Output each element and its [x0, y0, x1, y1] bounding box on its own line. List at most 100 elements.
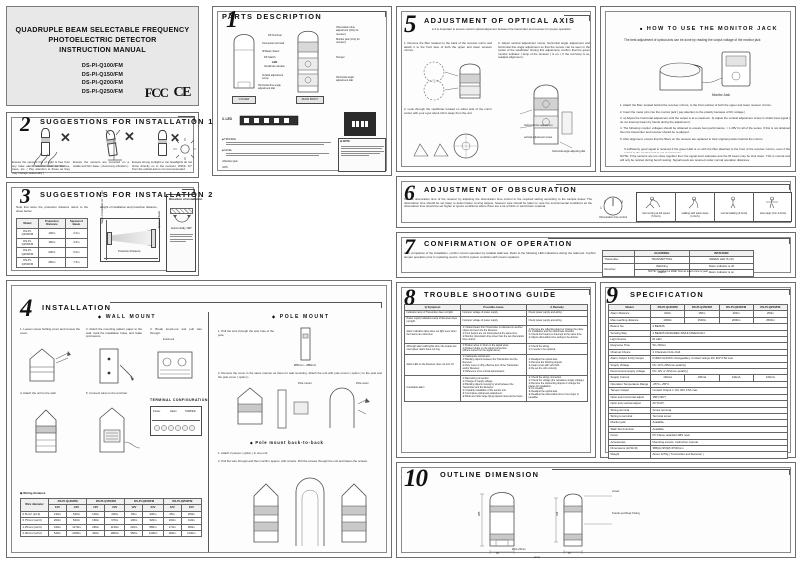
title-line-2: PHOTOELECTRIC DETECTOR: [48, 35, 157, 44]
table-row: Alarm Alarm indicator is on: [603, 269, 755, 277]
section-6-number: 6: [404, 180, 415, 205]
section-7-rule: [548, 238, 790, 244]
back-to-back-step-1: 1. Attach 2 pieces ( option ) in one uni…: [218, 452, 268, 455]
cell: 880m: [142, 523, 164, 532]
ce-mark-icon: CE: [173, 85, 192, 100]
callout-ds-switch: DS Switch: [264, 56, 276, 59]
cell: 690m: [180, 523, 203, 532]
note-trouble-text: [226, 142, 332, 147]
callout-monitor-jack: Monitor jack (Only for receiver): [336, 38, 360, 45]
cell-symptom: Power supply indication Lamp of Receiver…: [404, 316, 461, 327]
direction-note-text: [170, 234, 193, 243]
cell: DS-PI-Q250/FM: [16, 257, 39, 269]
cell: 540m: [48, 529, 67, 538]
cell-cause: ① Bad wiring connection. ② Change of sup…: [460, 374, 527, 403]
monitor-jack-title: ■ HOW TO USE THE MONITOR JACK: [640, 26, 778, 32]
cell-remedy: Check power supply and wiring: [526, 316, 588, 327]
cell-symptom: Unsuitable alarm: [404, 374, 461, 403]
viewfinder-illustration: [413, 133, 479, 159]
callout-viewfinder: Viewfinder window: [264, 65, 285, 68]
section-9-rule: [720, 289, 790, 295]
cell: 2.00mm² (ø3.2): [20, 529, 49, 538]
section-1-number: 1: [226, 7, 238, 33]
wall-step-2: 2. Attach the mounting pattern paper to …: [86, 328, 142, 339]
callout-vertical-adjust: Vertical adjustment screw: [262, 74, 284, 81]
runner-icon: [645, 196, 661, 209]
label-horizontal-angle: horizontal angle adjusting dial: [552, 150, 585, 153]
monitor-jack-step-3: 3. a) Adjust the horizontal adjustment u…: [620, 117, 790, 124]
direction-of-installation-title: Direction of installation: [169, 197, 203, 201]
cell: 280m: [162, 529, 182, 538]
cover-label-box: [232, 96, 256, 104]
section-3-rule: [182, 189, 195, 195]
section-2-rule: [178, 116, 195, 122]
cell-remedy: ① Check the wiring. ② It needs to be rep…: [526, 342, 588, 356]
cell: DS-PI-Q150/FM: [16, 237, 39, 249]
cell: 250m: [37, 257, 66, 269]
section-6-title: ADJUSTMENT OF OBSCURATION: [424, 185, 578, 194]
cell: 1130m: [104, 523, 126, 532]
cell: 150m: [37, 237, 66, 249]
col-header: A Remedy: [526, 303, 588, 312]
transmitter-block: [107, 232, 112, 245]
table-row: DS-PI-Q250/FM 250m 7.5m: [16, 257, 89, 269]
obscuration-dial-icon: 2 1 3: [600, 196, 623, 216]
cell: DS-PI-Q200/FM: [16, 247, 39, 259]
section-1-rule: [300, 11, 386, 17]
callout-obscuration-time: Obscuration time adjustment (Only for re…: [336, 26, 359, 36]
callout-led: LED: [272, 61, 278, 64]
spread-of-beam-label: Spread of beam: [158, 210, 161, 228]
outline-dim-unit: (mm): [534, 556, 541, 559]
pole-mount-label-1: Pole mount: [298, 382, 312, 385]
wall-mount-title: ◆ WALL MOUNT: [98, 314, 157, 320]
trouble-table-body: Indication lamp of Transmitter does not …: [404, 310, 588, 403]
suggestion1-text-1: Ensure the sensors line of sight is free…: [12, 161, 70, 175]
back-to-back-title: ◆ Pole mount back-to-back: [250, 440, 324, 445]
normal-walk-icon: [730, 196, 736, 209]
obscuration-body: Set the obscuration time of the receiver…: [404, 198, 592, 209]
pole-mount-title: ◆ POLE MOUNT: [272, 314, 330, 320]
main-body-label-box: [296, 96, 324, 104]
remove-cover-illustration: [29, 348, 71, 382]
cell: 2.0m: [64, 227, 89, 239]
pole-cover-label: Pole cover: [356, 382, 369, 385]
svg-text:2: 2: [604, 200, 606, 204]
cell: 100m: [37, 227, 66, 239]
label-vertical-screw: vertical adjustment screw: [524, 136, 553, 139]
table-row: Although alarm LED lights when the beams…: [404, 342, 588, 356]
pole-mount-assembly-illustration: [237, 387, 370, 429]
wiring-distance-table: Wire diameter DS-PI-Q100/FM DS-PI-Q150/F…: [20, 497, 203, 538]
section-4-title: INSTALLATION: [42, 303, 112, 312]
illustration-detector-sunlight: [155, 130, 171, 160]
callout-ir-beam-select: IR Beam Select: [262, 50, 280, 53]
section-10-title: OUTLINE DIMENSION: [440, 470, 540, 479]
horizontally-label: Horizontally 180°: [170, 226, 193, 230]
cell-symptom: Alarm indication lamp does not light eve…: [404, 325, 461, 344]
cell: 1800m: [104, 529, 126, 538]
table-row: DS-PI-Q150/FM 150m 4.5m: [16, 237, 89, 249]
table-row: DS-PI-Q100/FM 100m 2.0m: [16, 227, 89, 239]
callout-tamper: Tamper: [336, 56, 345, 59]
section-5-number: 5: [404, 11, 416, 38]
terminal-label-tamper: TAMPER: [185, 410, 196, 413]
cell: 260m: [180, 510, 203, 519]
cell: 670m: [104, 517, 126, 525]
svg-text:3: 3: [621, 200, 623, 204]
table-row: Alarm indication lamp does not light eve…: [404, 325, 588, 344]
cell: 7.5m: [64, 257, 89, 269]
monitor-jack-label: Monitor Jack: [712, 93, 731, 97]
wall-step-1: 1. Loosen screw holding cover and remove…: [20, 328, 80, 335]
svg-text:1: 1: [600, 206, 602, 210]
knockout-label: knock-out: [163, 338, 175, 341]
section-5-title: ADJUSTMENT OF OPTICAL AXIS: [424, 16, 576, 25]
suggestion1-text-3: Ensure strong sunlight or car headlights…: [132, 161, 192, 172]
section-2-title: SUGGESTIONS FOR INSTALLATION 1: [40, 117, 214, 126]
back-to-back-illustration: [253, 477, 367, 546]
label-horizontal-fine: horizontal fine adjustment: [524, 124, 553, 127]
rotation-arc-icon: [173, 214, 191, 223]
cover-label: COVER: [238, 97, 250, 101]
section-2-number: 2: [20, 112, 30, 136]
cell: 6.0m: [64, 247, 89, 259]
